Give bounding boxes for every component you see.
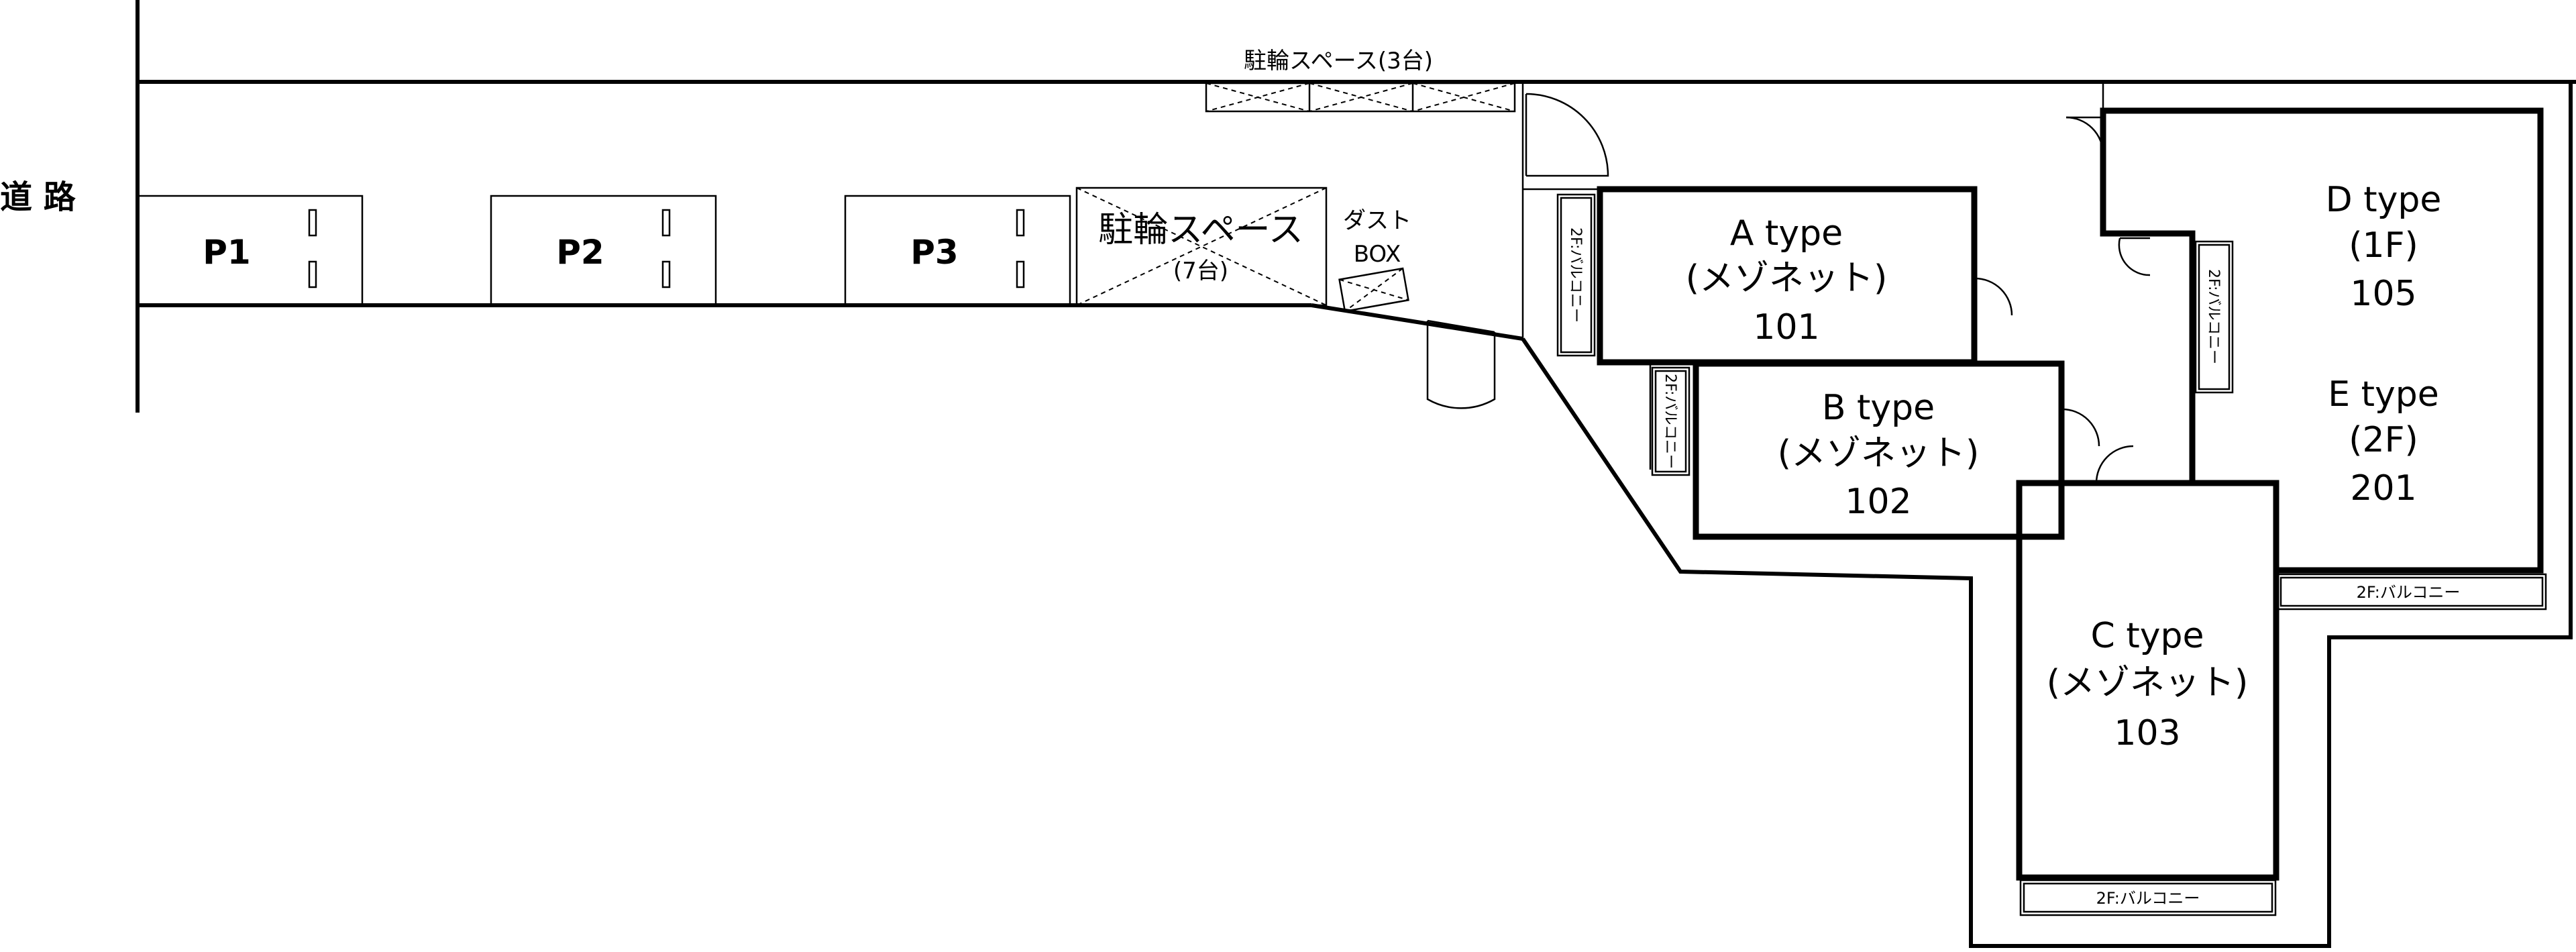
bicycle-space-top-label: 駐輪スペース(3台) — [1244, 48, 1433, 74]
bicycle-space-main-count: (7台) — [1173, 258, 1228, 284]
balcony-e-label: 2F:バルコニー — [2357, 583, 2461, 602]
unit-e-number: 201 — [2350, 468, 2416, 509]
parking-label: P3 — [910, 233, 958, 272]
balcony-c-label: 2F:バルコニー — [2096, 889, 2200, 908]
bicycle-space-top: 駐輪スペース(3台) — [1205, 48, 1516, 113]
balcony-b-label: 2F:バルコニー — [1662, 374, 1678, 469]
path-edge-line — [1311, 303, 1523, 341]
dust-box: ダスト BOX — [1338, 207, 1411, 313]
door-unit-d — [2065, 116, 2104, 155]
balcony-d: 2F:バルコニー — [2194, 240, 2234, 394]
door-unit-e — [2118, 237, 2151, 276]
site-boundary-outline — [1521, 82, 2573, 948]
door-unit-c — [2095, 445, 2134, 484]
unit-d-floor: (1F) — [2349, 225, 2418, 266]
door-unit-b — [2061, 408, 2100, 447]
unit-d-type: D type — [2326, 180, 2442, 220]
unit-c-number: 103 — [2114, 713, 2180, 753]
unit-c-type: C type — [2091, 616, 2204, 656]
unit-a: A type (メゾネット) 101 — [1597, 186, 1978, 366]
balcony-a: 2F:バルコニー — [1556, 193, 1596, 357]
unit-e-type: E type — [2328, 374, 2439, 415]
balcony-e: 2F:バルコニー — [2276, 573, 2547, 611]
parking-label: P2 — [556, 233, 604, 272]
unit-c-layout: (メゾネット) — [2047, 663, 2249, 703]
unit-a-number: 101 — [1753, 307, 1819, 348]
unit-b-type: B type — [1822, 388, 1935, 428]
unit-d-number: 105 — [2350, 274, 2416, 314]
unit-b-layout: (メゾネット) — [1778, 433, 1980, 474]
dust-box-sublabel: BOX — [1354, 241, 1401, 268]
door-unit-a — [1974, 277, 2013, 316]
parking-bay-p2: P2 — [490, 195, 717, 307]
balcony-c: 2F:バルコニー — [2019, 879, 2277, 916]
balcony-d-label: 2F:バルコニー — [2205, 269, 2222, 364]
door-top-gate — [1525, 93, 1609, 177]
dust-box-label: ダスト — [1343, 207, 1411, 234]
unit-a-type: A type — [1730, 213, 1843, 254]
unit-a-layout: (メゾネット) — [1686, 258, 1888, 299]
balcony-b: 2F:バルコニー — [1651, 366, 1690, 476]
unit-c: C type (メゾネット) 103 — [2016, 480, 2279, 881]
door-entrance — [1426, 319, 1496, 409]
unit-b-number: 102 — [1845, 482, 1911, 522]
road-label: 道 路 — [0, 178, 76, 216]
unit-d-e: D type (1F) 105 E type (2F) 201 — [2100, 107, 2544, 574]
parking-bay-p1: P1 — [136, 195, 364, 307]
corridor-outline — [1523, 188, 1652, 470]
parking-bay-p3: P3 — [844, 195, 1071, 307]
balcony-a-label: 2F:バルコニー — [1567, 227, 1584, 323]
bicycle-space-main-label: 駐輪スペース — [1098, 210, 1303, 250]
unit-b: B type (メゾネット) 102 — [1693, 360, 2065, 540]
unit-e-floor: (2F) — [2349, 420, 2418, 460]
bicycle-space-main: 駐輪スペース (7台) — [1075, 187, 1328, 307]
parking-label: P1 — [203, 233, 250, 272]
